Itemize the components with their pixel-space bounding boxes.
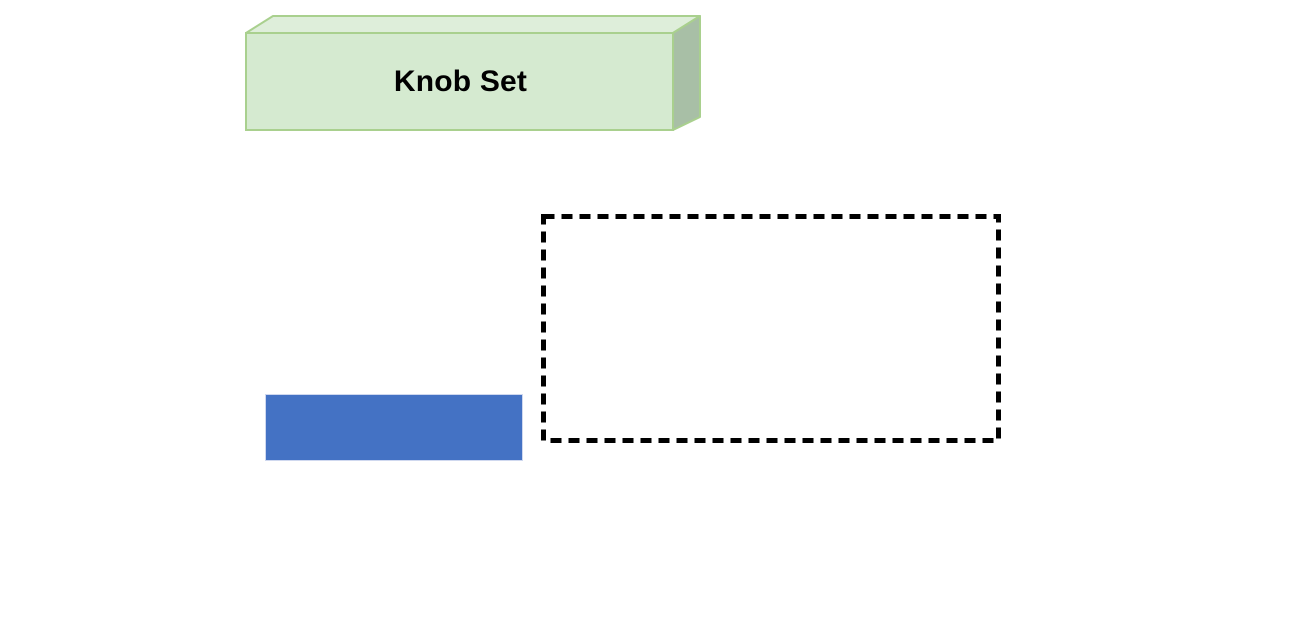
cube-front-face [245, 32, 674, 131]
shape-blue-rectangle[interactable] [265, 394, 523, 461]
shape-dashed-rectangle[interactable] [541, 214, 1001, 443]
dashed-rectangle-outline [541, 214, 1001, 443]
cube-side-face [672, 15, 701, 131]
cube-top-face [245, 15, 701, 34]
shape-knob-set-cube[interactable]: Knob Set [244, 14, 702, 134]
